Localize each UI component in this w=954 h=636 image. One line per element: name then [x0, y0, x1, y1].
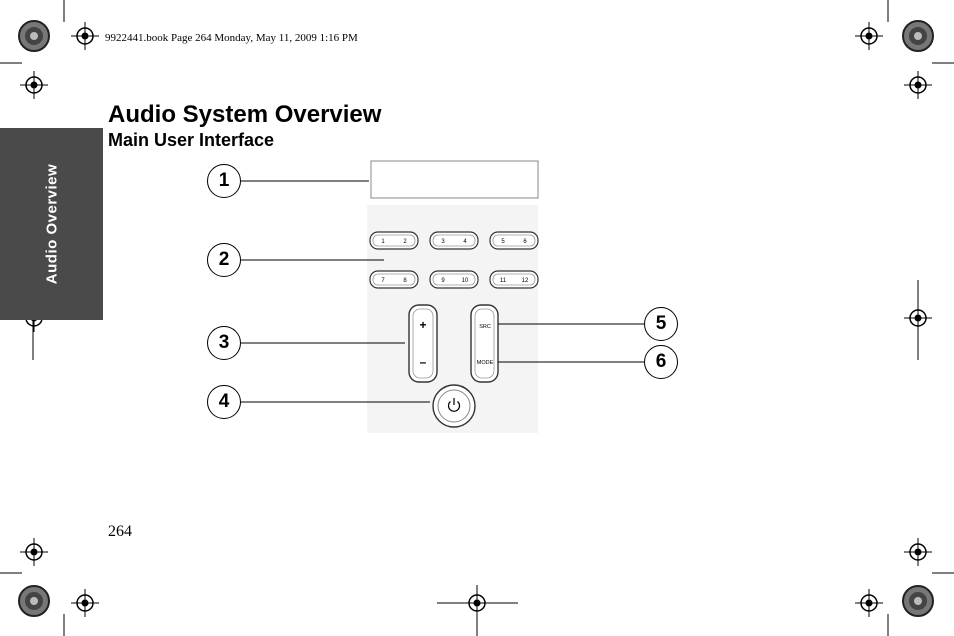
preset-number: 4: [463, 239, 467, 245]
volume-down-label: –: [420, 355, 427, 369]
page-subtitle: Main User Interface: [108, 130, 275, 150]
page-number: 264: [108, 523, 132, 540]
callout-1: 1: [207, 164, 241, 198]
print-header: 9922441.book Page 264 Monday, May 11, 20…: [105, 32, 358, 44]
preset-number: 10: [462, 278, 469, 284]
preset-number: 9: [441, 278, 445, 284]
radio-display: [370, 160, 539, 199]
preset-number: 12: [522, 278, 529, 284]
power-button[interactable]: [432, 384, 476, 428]
src-label: SRC: [479, 324, 491, 330]
mode-label: MODE: [477, 360, 494, 366]
registration-wheel-icon: [902, 585, 934, 617]
callout-5: 5: [644, 307, 678, 341]
section-tab-label: Audio Overview: [43, 163, 60, 285]
section-tab: Audio Overview: [0, 128, 103, 320]
preset-number: 7: [381, 278, 385, 284]
preset-number: 8: [403, 278, 407, 284]
source-mode-rocker[interactable]: SRC MODE: [470, 304, 499, 383]
volume-rocker[interactable]: + –: [408, 304, 438, 383]
preset-number: 5: [501, 239, 505, 245]
preset-number: 2: [403, 239, 407, 245]
page-title: Audio System Overview: [108, 101, 382, 128]
preset-number: 11: [500, 278, 507, 284]
callout-6: 6: [644, 345, 678, 379]
callout-2: 2: [207, 243, 241, 277]
preset-number: 1: [381, 239, 385, 245]
callout-3: 3: [207, 326, 241, 360]
registration-wheel-icon: [18, 585, 50, 617]
preset-buttons[interactable]: 1 2 3 4 5 6 7 8 9 10 11 12: [369, 231, 539, 289]
leader-lines: [241, 180, 644, 403]
volume-up-label: +: [419, 318, 426, 332]
registration-wheel-icon: [902, 20, 934, 52]
registration-wheel-icon: [18, 20, 50, 52]
callout-4: 4: [207, 385, 241, 419]
preset-number: 3: [441, 239, 445, 245]
preset-number: 6: [523, 239, 527, 245]
power-icon: [447, 398, 461, 412]
